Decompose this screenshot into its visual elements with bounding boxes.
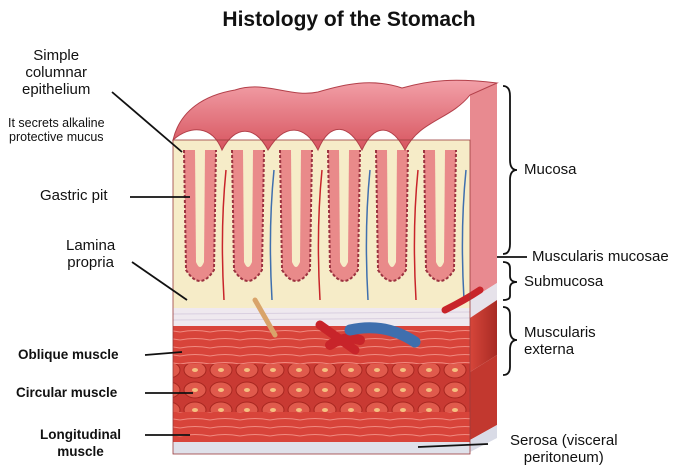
label-line: protective mucus [8,130,105,144]
gastric-pit-lumen [291,150,301,267]
circular-muscle-label: Circular muscle [16,384,117,401]
label-line: columnar [22,64,90,81]
label-line: Longitudinal [40,426,121,443]
label-line: peritoneum) [510,449,618,466]
submucosa-label: Submucosa [524,273,603,290]
lamina-propria-label: Lamina propria [66,237,115,271]
label-line: propria [66,254,115,271]
epithelium-note-label: It secrets alkaline protective mucus [8,116,105,144]
label-line: epithelium [22,81,90,98]
serosa-label: Serosa (visceral peritoneum) [510,432,618,466]
label-line: Serosa (visceral [510,432,618,449]
oblique-muscle-label: Oblique muscle [18,346,119,363]
label-line: Muscularis [524,324,596,341]
brackets [503,86,517,375]
gastric-pit-lumen [435,150,445,267]
label-line: Simple [22,47,90,64]
gastric-pit-lumen [339,150,349,267]
mucosa-bracket [503,86,517,254]
label-line: externa [524,341,596,358]
label-line: It secrets alkaline [8,116,105,130]
mucosa-label: Mucosa [524,161,577,178]
simple-columnar-epithelium-label: Simple columnar epithelium [22,47,90,98]
mucosa-surface [173,80,497,150]
longitudinal-muscle-label: Longitudinal muscle [40,426,121,460]
longitudinal-muscle-layer [173,412,470,442]
label-line: Lamina [66,237,115,254]
block-side-face [470,83,497,452]
serosa-layer [173,442,470,454]
gastric-pit-lumen [387,150,397,267]
mucosa-layer [173,140,470,308]
muscularis-externa-label: Muscularis externa [524,324,596,358]
oblique-muscle-layer [173,326,470,364]
gastric-pit-lumen [195,150,205,267]
muscularis-externa-bracket [503,307,517,375]
muscularis-mucosae-label: Muscularis mucosae [532,248,669,265]
circular-muscle-layer [173,364,470,412]
label-line: muscle [40,443,121,460]
submucosa-bracket [503,262,517,300]
gastric-pit-label: Gastric pit [40,187,108,204]
gastric-pit-lumen [243,150,253,267]
